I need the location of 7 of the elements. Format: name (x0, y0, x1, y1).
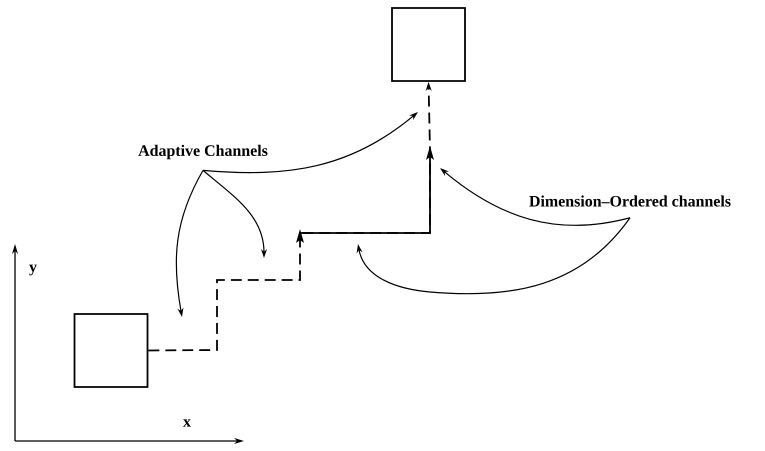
axis-label: y (29, 264, 37, 276)
router-box (391, 7, 466, 82)
label-text: Dimension–Ordered channels (529, 195, 731, 207)
axis-label: x (183, 419, 191, 427)
router-box (74, 313, 148, 388)
leader-line (356, 217, 630, 294)
label-text: Adaptive Channels (138, 144, 268, 160)
